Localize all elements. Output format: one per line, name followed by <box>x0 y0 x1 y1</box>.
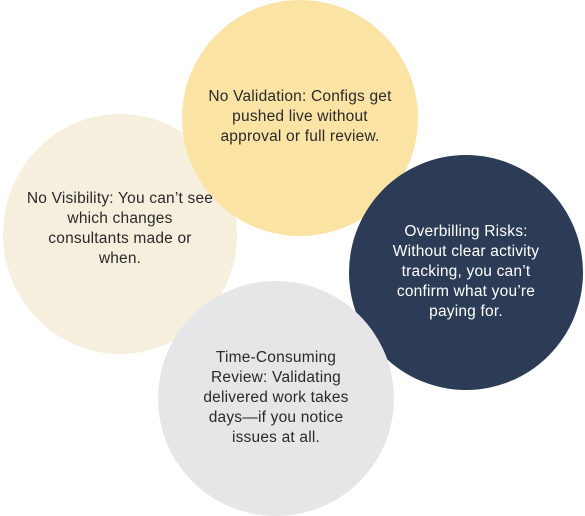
time-consuming-review-text: Time-Consuming Review: Validating delive… <box>203 348 349 446</box>
time-consuming-review-circle: Time-Consuming Review: Validating delive… <box>158 281 394 516</box>
no-validation-text: No Validation: Configs get pushed live w… <box>208 88 392 145</box>
overbilling-risks-text: Overbilling Risks: Without clear activit… <box>392 222 540 320</box>
overbilling-risks-circle: Overbilling Risks: Without clear activit… <box>349 155 583 390</box>
no-visibility-text: No Visibility: You can’t see which chang… <box>26 190 214 267</box>
